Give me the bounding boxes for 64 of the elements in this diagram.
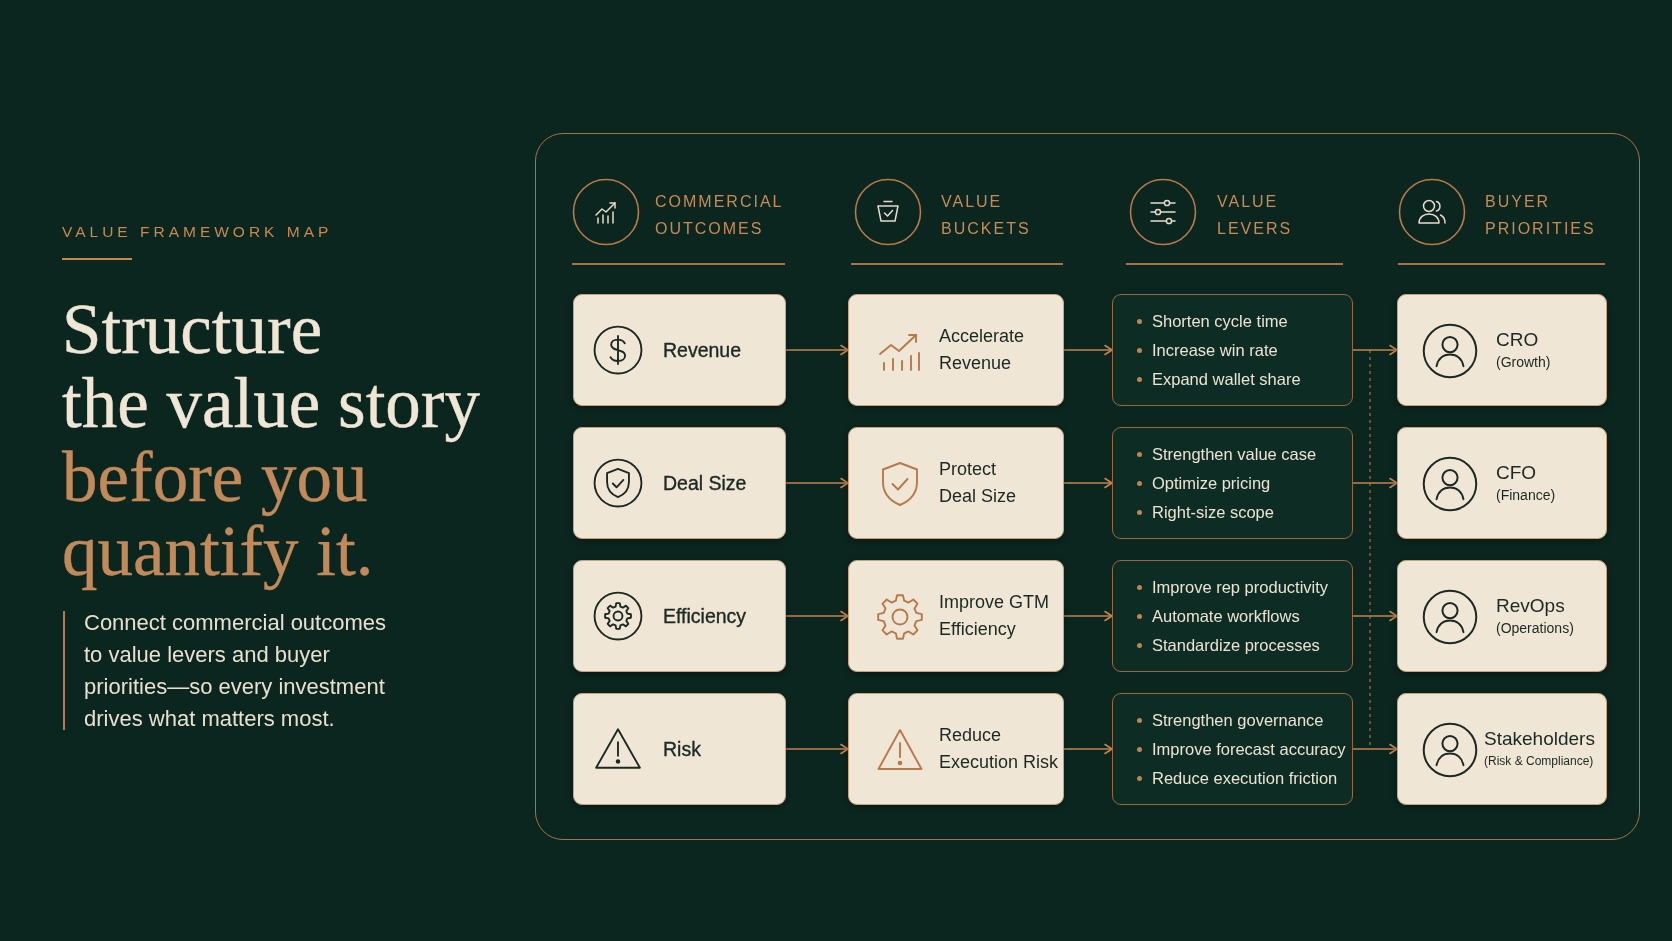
arrow	[1352, 477, 1398, 489]
column-heading: VALUE LEVERS	[1217, 192, 1293, 239]
lever-card	[1112, 427, 1353, 539]
outcome-label: Revenue	[663, 338, 743, 363]
lever-item: Reduce execution friction	[1152, 768, 1338, 789]
role-subtitle: (Risk & Compliance)	[1484, 752, 1595, 770]
lever-item: Optimize pricing	[1152, 473, 1271, 494]
bucket-card	[848, 427, 1064, 539]
priority-card	[1397, 560, 1607, 672]
lever-card	[1112, 294, 1353, 406]
outcome-card	[573, 294, 786, 406]
framework-panel	[535, 133, 1640, 840]
arrow	[1352, 610, 1398, 622]
lever-item: Right-size scope	[1152, 502, 1274, 523]
lever-item: Shorten cycle time	[1152, 311, 1288, 332]
arrow	[1063, 344, 1113, 356]
role-title: RevOps	[1496, 593, 1566, 618]
outcome-label: Efficiency	[663, 604, 748, 629]
lever-item: Expand wallet share	[1152, 369, 1301, 390]
arrow	[1352, 344, 1398, 356]
role-title: Stakeholders	[1484, 726, 1596, 751]
arrow	[785, 743, 849, 755]
lever-item: Improve rep productivity	[1152, 577, 1329, 598]
column-heading: COMMERCIAL OUTCOMES	[655, 192, 783, 239]
outcome-card	[573, 693, 786, 805]
lever-card	[1112, 693, 1353, 805]
bucket-label: Protect Deal Size	[939, 458, 1018, 508]
priority-card	[1397, 427, 1607, 539]
role-title: CFO	[1496, 460, 1538, 485]
role-subtitle: (Growth)	[1496, 352, 1552, 372]
headline: Structure the value story before you quantify it.	[62, 292, 480, 588]
role-title: CRO	[1496, 327, 1540, 352]
intro-paragraph: Connect commercial outcomes to value levers and buyer priorities—so every investment drives what matters most.	[84, 609, 387, 733]
arrow	[785, 344, 849, 356]
bucket-label: Accelerate Revenue	[939, 325, 1026, 375]
lever-item: Strengthen value case	[1152, 444, 1317, 465]
arrow	[1352, 743, 1398, 755]
bucket-card	[848, 294, 1064, 406]
bucket-card	[848, 560, 1064, 672]
outcome-label: Risk	[663, 737, 702, 762]
lever-item: Improve forecast accuracy	[1152, 739, 1346, 760]
lever-item: Automate workflows	[1152, 606, 1300, 627]
bucket-label: Improve GTM Efficiency	[939, 591, 1050, 641]
column-heading: VALUE BUCKETS	[941, 192, 1031, 239]
outcome-card	[573, 560, 786, 672]
bucket-label: Reduce Execution Risk	[939, 724, 1060, 774]
lever-item: Strengthen governance	[1152, 710, 1324, 731]
lever-card	[1112, 560, 1353, 672]
role-subtitle: (Finance)	[1496, 485, 1557, 505]
bucket-card	[848, 693, 1064, 805]
role-subtitle: (Operations)	[1496, 618, 1575, 638]
lever-item: Increase win rate	[1152, 340, 1278, 361]
outcome-label: Deal Size	[663, 471, 748, 496]
outcome-card	[573, 427, 786, 539]
arrow	[1063, 743, 1113, 755]
arrow	[1063, 477, 1113, 489]
arrow	[1063, 610, 1113, 622]
section-label: VALUE FRAMEWORK MAP	[62, 222, 333, 242]
priority-card	[1397, 294, 1607, 406]
column-heading: BUYER PRIORITIES	[1485, 192, 1596, 239]
arrow	[785, 610, 849, 622]
lever-item: Standardize processes	[1152, 635, 1320, 656]
priority-card	[1397, 693, 1607, 805]
arrow	[785, 477, 849, 489]
